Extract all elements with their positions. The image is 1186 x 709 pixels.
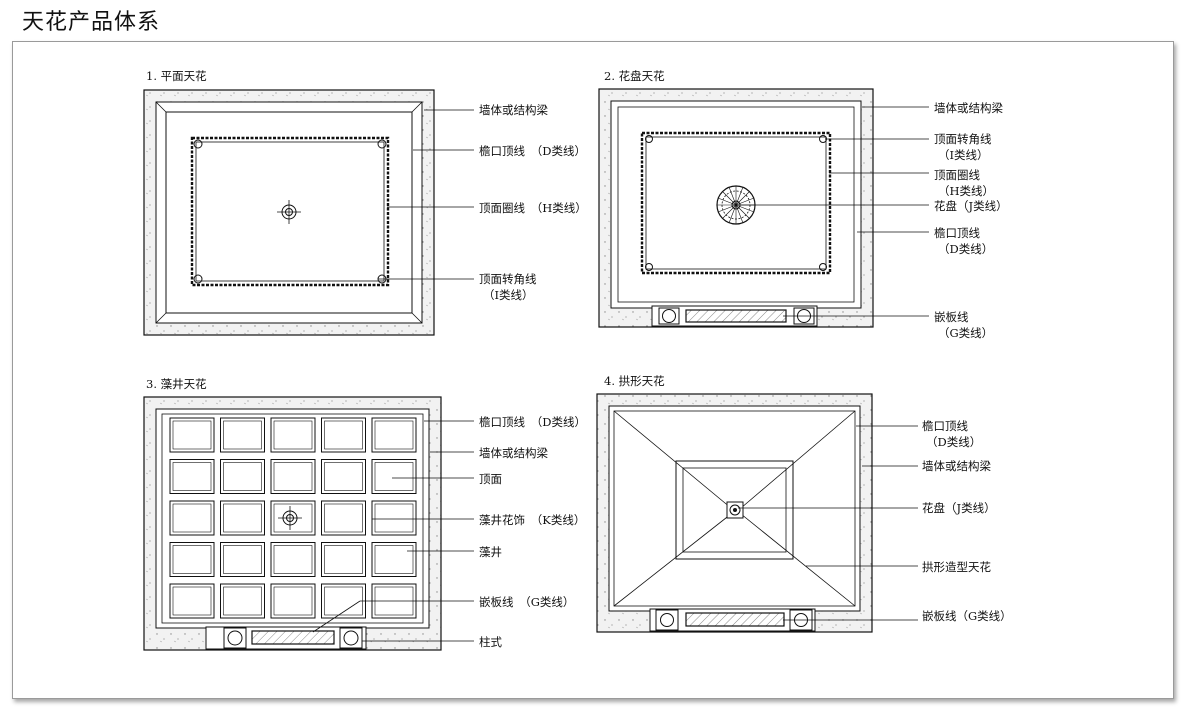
coffer-panel-inner <box>374 503 414 533</box>
coffer-panel-inner <box>223 462 262 491</box>
coffer-panel <box>371 417 417 453</box>
coffer-panel-inner <box>374 420 414 450</box>
coffer-panel-inner <box>273 420 313 450</box>
label-corner-type: （I类线） <box>483 288 534 302</box>
coffer-panel-inner <box>223 420 262 450</box>
label-wall: 墙体或结构梁 <box>922 459 991 473</box>
label-vault: 拱形造型天花 <box>922 560 991 574</box>
diagram-medallion-ceiling: 2. 花盘天花 <box>598 69 1008 340</box>
coffer-panel-inner <box>273 462 313 491</box>
diagram-1-title: 1. 平面天花 <box>146 69 207 83</box>
coffer-panel <box>169 542 215 577</box>
label-ceiling-ring: 顶面圈线 （H类线） <box>479 201 587 215</box>
coffer-panel <box>321 583 366 619</box>
coffer-panel-inner <box>374 545 414 574</box>
ceiling-center-mark <box>277 200 301 224</box>
page-title: 天花产品体系 <box>22 10 161 35</box>
vault-medallion-icon <box>726 501 744 519</box>
label-medallion: 花盘（J类线） <box>934 199 1008 213</box>
label-panel-line: 嵌板线 <box>934 310 969 324</box>
coffer-panel-inner <box>223 586 262 616</box>
label-wall: 墙体或结构梁 <box>479 103 548 117</box>
label-cornice: 檐口顶线 <box>934 226 980 240</box>
coffer-panel-inner <box>324 503 363 533</box>
coffer-panel <box>270 459 316 494</box>
coffer-panel-inner <box>172 420 212 450</box>
label-cornice-type: （D类线） <box>938 242 993 256</box>
label-panel-line: 嵌板线 （G类线） <box>479 595 574 609</box>
coffer-panel-inner <box>172 586 212 616</box>
label-column: 柱式 <box>479 635 502 649</box>
coffer-panel <box>169 500 215 536</box>
coffer-panel <box>169 583 215 619</box>
coffer-panel-inner <box>324 545 363 574</box>
diagram-vaulted-ceiling: 4. 拱形天花 檐口顶线 （D类线） 墙体或结构梁 花盘（J类线） 拱形造型天花… <box>596 374 1012 633</box>
label-corner-type: （I类线） <box>938 148 989 162</box>
diagram-4-title: 4. 拱形天花 <box>604 374 665 388</box>
coffer-panel <box>220 417 265 453</box>
coffer-panel-inner <box>324 420 363 450</box>
coffer-panel-inner <box>273 503 313 533</box>
label-wall: 墙体或结构梁 <box>479 446 548 460</box>
diagram-3-title: 3. 藻井天花 <box>146 377 207 391</box>
coffer-panel-inner <box>172 503 212 533</box>
label-corner-line: 顶面转角线 <box>479 272 537 286</box>
coffer-panel <box>220 583 265 619</box>
label-coffer-ornament: 藻井花饰 （K类线） <box>479 513 585 527</box>
label-medallion: 花盘（J类线） <box>922 501 996 515</box>
diagram-flat-ceiling: 1. 平面天花 墙体或结构梁 檐口顶线 （D类线） 顶面圈线 （H类线） 顶面转… <box>143 69 587 336</box>
coffer-panel <box>321 417 366 453</box>
coffer-panel <box>371 542 417 577</box>
coffer-panel <box>371 500 417 536</box>
label-ceiling-face: 顶面 <box>479 472 502 486</box>
coffer-panel <box>220 542 265 577</box>
coffer-panel <box>270 583 316 619</box>
label-cornice: 檐口顶线 （D类线） <box>479 415 586 429</box>
label-panel-line: 嵌板线（G类线） <box>922 609 1012 623</box>
coffer-panel-inner <box>374 462 414 491</box>
label-ceiling-ring: 顶面圈线 <box>934 168 980 182</box>
coffer-panel <box>220 500 265 536</box>
label-cornice-type: （D类线） <box>926 435 981 449</box>
label-wall: 墙体或结构梁 <box>934 101 1003 115</box>
coffer-panel-inner <box>324 462 363 491</box>
coffer-panel-inner <box>223 545 262 574</box>
coffer-panel <box>270 417 316 453</box>
coffer-panel <box>220 459 265 494</box>
label-ring-type: （H类线） <box>938 184 994 198</box>
coffer-panel <box>321 542 366 577</box>
coffer-panel <box>321 500 366 536</box>
coffer-ornament-icon <box>278 506 302 530</box>
diagram-2-title: 2. 花盘天花 <box>604 69 665 83</box>
coffer-panel <box>169 459 215 494</box>
ceiling-medallion-icon <box>716 185 756 225</box>
coffer-panel <box>371 459 417 494</box>
coffer-panel-inner <box>172 462 212 491</box>
label-cornice: 檐口顶线 <box>922 419 968 433</box>
label-cornice: 檐口顶线 （D类线） <box>479 144 586 158</box>
label-corner-line: 顶面转角线 <box>934 132 992 146</box>
coffer-panel-inner <box>223 503 262 533</box>
coffer-panel-inner <box>273 586 313 616</box>
coffer-panel <box>321 459 366 494</box>
coffer-panel <box>270 542 316 577</box>
label-coffer: 藻井 <box>479 545 502 559</box>
coffer-panel <box>169 417 215 453</box>
diagram-coffered-ceiling: 3. 藻井天花 檐口顶线 （D类线） 墙体或结构梁 顶面 藻井花饰 （K类线） … <box>143 377 586 651</box>
label-panel-type: （G类线） <box>938 326 993 340</box>
coffer-panel-inner <box>273 545 313 574</box>
coffer-panel-inner <box>172 545 212 574</box>
